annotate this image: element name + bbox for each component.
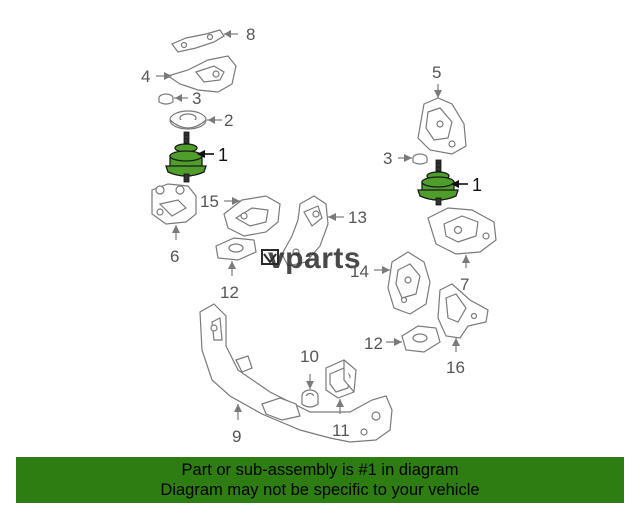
callout-13: 13 — [348, 208, 367, 227]
notice-line-2: Diagram may not be specific to your vehi… — [160, 481, 480, 499]
part-6-lower-bracket: 6 — [151, 183, 197, 266]
callout-7: 7 — [460, 275, 469, 294]
part-4-mount-bracket: 4 — [141, 55, 237, 93]
part-12-pad-right: 12 — [364, 325, 441, 353]
callout-10: 10 — [300, 347, 319, 366]
part-15-bracket: 15 — [200, 192, 281, 237]
callout-8: 8 — [246, 25, 255, 44]
part-13-bracket: 13 — [281, 195, 367, 267]
callout-3-left: 3 — [192, 89, 201, 108]
callout-5: 5 — [432, 63, 441, 82]
part-8-bracket: 8 — [171, 25, 255, 53]
callout-12-left: 12 — [220, 283, 239, 302]
callout-15: 15 — [200, 192, 219, 211]
part-10-bushing: 10 — [300, 347, 319, 408]
callout-1-right: 1 — [472, 175, 482, 195]
part-3-nut-right: 3 — [383, 149, 428, 168]
callout-12-right: 12 — [364, 334, 383, 353]
vparts-watermark: vparts — [261, 242, 361, 275]
part-9-crossmember: 9 — [199, 303, 393, 446]
part-11-block-mount: 11 — [325, 359, 357, 440]
callout-1-left: 1 — [218, 145, 228, 165]
callout-16: 16 — [446, 358, 465, 377]
callout-6: 6 — [170, 247, 179, 266]
callout-3-right: 3 — [383, 149, 392, 168]
callout-14: 14 — [350, 262, 369, 281]
callout-4: 4 — [141, 67, 150, 86]
part-16-bracket: 16 — [437, 283, 489, 377]
parts-diagram: 8 4 3 2 1 — [141, 25, 497, 446]
callout-9: 9 — [232, 427, 241, 446]
part-3-nut-left: 3 — [158, 89, 201, 108]
part-7-bracket: 7 — [427, 207, 497, 294]
part-1-engine-mount-left[interactable]: 1 — [165, 131, 228, 183]
notice-line-1: Part or sub-assembly is #1 in diagram — [181, 461, 459, 479]
callout-11: 11 — [332, 421, 350, 440]
part-1-engine-mount-right[interactable]: 1 — [417, 159, 482, 206]
part-14-bracket: 14 — [350, 251, 431, 315]
watermark-text: vparts — [268, 242, 361, 275]
notice-banner: Part or sub-assembly is #1 in diagram Di… — [16, 457, 624, 503]
callout-2: 2 — [224, 111, 233, 130]
part-5-upper-bracket: 5 — [417, 63, 467, 155]
part-2-cup: 2 — [169, 110, 233, 130]
part-12-pad-left: 12 — [215, 237, 257, 302]
